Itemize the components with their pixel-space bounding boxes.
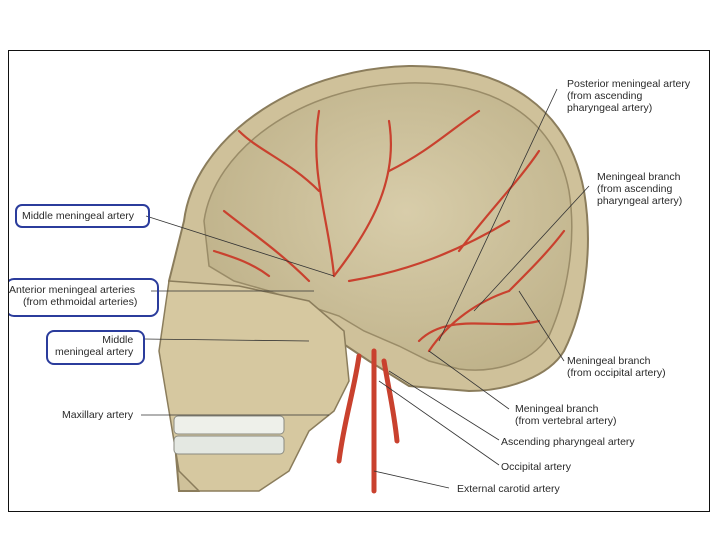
label-middle-meningeal-artery-top: Middle meningeal artery (22, 210, 135, 222)
label-middle-meningeal-artery-lower: Middle meningeal artery (55, 334, 134, 358)
meningeal-arteries (212, 109, 566, 353)
teeth (173, 415, 285, 455)
label-meningeal-branch-ascending-pharyngeal: Meningeal branch (from ascending pharyng… (597, 171, 683, 207)
label-ascending-pharyngeal-artery: Ascending pharyngeal artery (501, 436, 635, 448)
label-meningeal-branch-occipital: Meningeal branch (from occipital artery) (567, 355, 666, 379)
label-maxillary-artery: Maxillary artery (62, 409, 134, 421)
leader-lines (141, 88, 590, 489)
annotation-outline-middle-meningeal-lower (46, 330, 145, 365)
annotation-outline-anterior-meningeal (9, 278, 159, 317)
label-posterior-meningeal-artery: Posterior meningeal artery (from ascendi… (567, 78, 691, 114)
carotid-vessels (336, 348, 400, 494)
label-occipital-artery: Occipital artery (501, 461, 572, 473)
annotation-outline-middle-meningeal-top (15, 204, 150, 228)
facial-bones (158, 280, 350, 492)
skull-illustration (141, 64, 590, 494)
figure-frame: Posterior meningeal artery (from ascendi… (8, 50, 710, 512)
label-meningeal-branch-vertebral: Meningeal branch (from vertebral artery) (515, 403, 617, 427)
label-anterior-meningeal-arteries: Anterior meningeal arteries (from ethmoi… (9, 284, 138, 308)
label-external-carotid-artery: External carotid artery (457, 483, 560, 495)
